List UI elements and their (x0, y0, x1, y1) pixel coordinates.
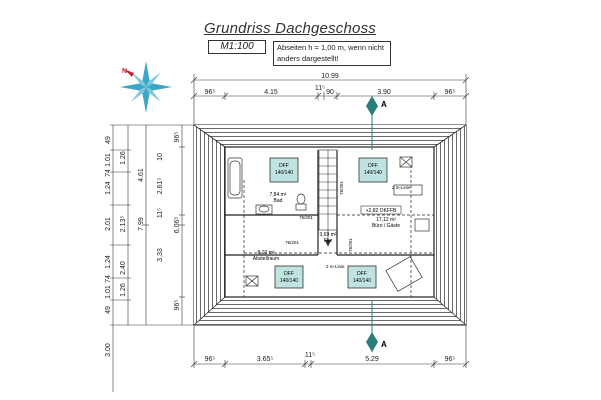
dim-left-below: 3.00 (105, 343, 112, 357)
dim-top: 96⁵ (445, 89, 456, 96)
section-label: A (381, 340, 387, 349)
dim-left: 2.40 (120, 261, 127, 275)
plan-title: Grundriss Dachgeschoss (204, 20, 376, 37)
dim-left: 1.01 (105, 285, 112, 299)
door-label: 76/201 (339, 181, 344, 195)
flur-area: 3,69 m² (320, 232, 337, 238)
roof-window-3: DFF 140/140 (274, 265, 304, 289)
window-label: DFF (368, 163, 378, 169)
toilet (295, 193, 307, 211)
two-m-line-label: 2 m-Linie (326, 264, 345, 269)
dim-left: 1.24 (105, 255, 112, 269)
window-label: DFF (279, 163, 289, 169)
staircase (318, 149, 338, 247)
dim-left: 49 (105, 136, 112, 144)
window-size: 140/140 (275, 170, 293, 176)
bad-name: Bad (274, 198, 283, 204)
window-label: DFF (357, 271, 367, 277)
window-size: 140/140 (353, 278, 371, 284)
dim-bottom: 11⁵ (305, 352, 315, 359)
dim-left: 7.99 (138, 217, 145, 231)
svg-text:N: N (122, 68, 127, 75)
two-m-line-label: 2 m-Linie (392, 185, 411, 190)
dim-right-col: 6.06⁵ (174, 217, 181, 234)
scale-box: M1:100 (208, 40, 266, 54)
roof-outline (193, 124, 467, 326)
dim-bottom: 5.29 (365, 356, 379, 363)
buero-name: Büro / Gäste (372, 223, 400, 229)
bad-area: 7,84 m² (270, 192, 287, 198)
dim-top: 4.15 (264, 89, 278, 96)
dim-left: 2.01 (105, 217, 112, 231)
office-furniture (385, 184, 430, 292)
door-label: 76/201 (299, 215, 313, 220)
roof-window-2: DFF 140/140 (358, 157, 388, 183)
dim-bottom: 96⁵ (205, 356, 216, 363)
dim-left: 2.13⁵ (120, 216, 127, 233)
dim-left: 74 (105, 169, 112, 177)
dim-left: 74 (105, 275, 112, 283)
section-marker-top: A (366, 96, 387, 150)
dim-bottom: 96⁵ (445, 356, 456, 363)
roof-window-4: DFF 140/140 (347, 265, 377, 289)
dim-top: 3.90 (377, 89, 391, 96)
left-dimensions (110, 124, 194, 392)
dim-total-width: 10.99 (321, 73, 339, 80)
dim-left: 1.26 (120, 151, 127, 165)
door-label: 76/201 (285, 240, 299, 245)
dim-left: 1.24 (105, 181, 112, 195)
roof-window-1: DFF 140/140 (269, 157, 299, 183)
dim-right-col: 96⁵ (174, 300, 181, 311)
section-label: A (381, 100, 387, 109)
abstell-name: Abstellraum (253, 256, 279, 262)
dim-bottom: 3.65⁵ (257, 356, 274, 363)
dim-right-col: 2.61⁵ (157, 178, 164, 195)
door-label: 76/201 (348, 238, 353, 252)
section-marker-bottom: A (366, 300, 387, 352)
window-size: 140/140 (364, 170, 382, 176)
bathtub (227, 157, 243, 199)
dim-right-col: 3.33 (157, 248, 164, 262)
flur-name: Flur (324, 238, 333, 244)
dim-left: 1.01 (105, 153, 112, 167)
dim-left: 1.26 (120, 283, 127, 297)
dim-left: 4.61 (138, 168, 145, 182)
dim-right-col: 10 (157, 153, 164, 161)
note-line-2: anders dargestellt! (277, 54, 339, 63)
abstell-area: 8,10 m² (258, 250, 275, 256)
buero-area: 17,12 m² (376, 217, 396, 223)
top-dimensions (190, 74, 470, 125)
window-size: 140/140 (280, 278, 298, 284)
window-label: DFF (284, 271, 294, 277)
bottom-dimensions (190, 325, 470, 368)
dim-right-col: 11⁵ (157, 208, 164, 218)
small-windows (245, 156, 413, 287)
note-box: Abseiten h = 1,00 m, wenn nicht anders d… (273, 41, 391, 66)
dim-right-col: 96⁵ (174, 132, 181, 143)
dim-left: 49 (105, 306, 112, 314)
dim-top: 11⁵ (315, 85, 325, 92)
dim-top: 90 (326, 89, 334, 96)
dim-top: 96⁵ (205, 89, 216, 96)
okffb-label: +2,82 OKFFB (366, 208, 397, 214)
washbasin (255, 204, 273, 215)
compass-icon: N (120, 61, 172, 113)
note-line-1: Abseiten h = 1,00 m, wenn nicht (277, 43, 384, 52)
